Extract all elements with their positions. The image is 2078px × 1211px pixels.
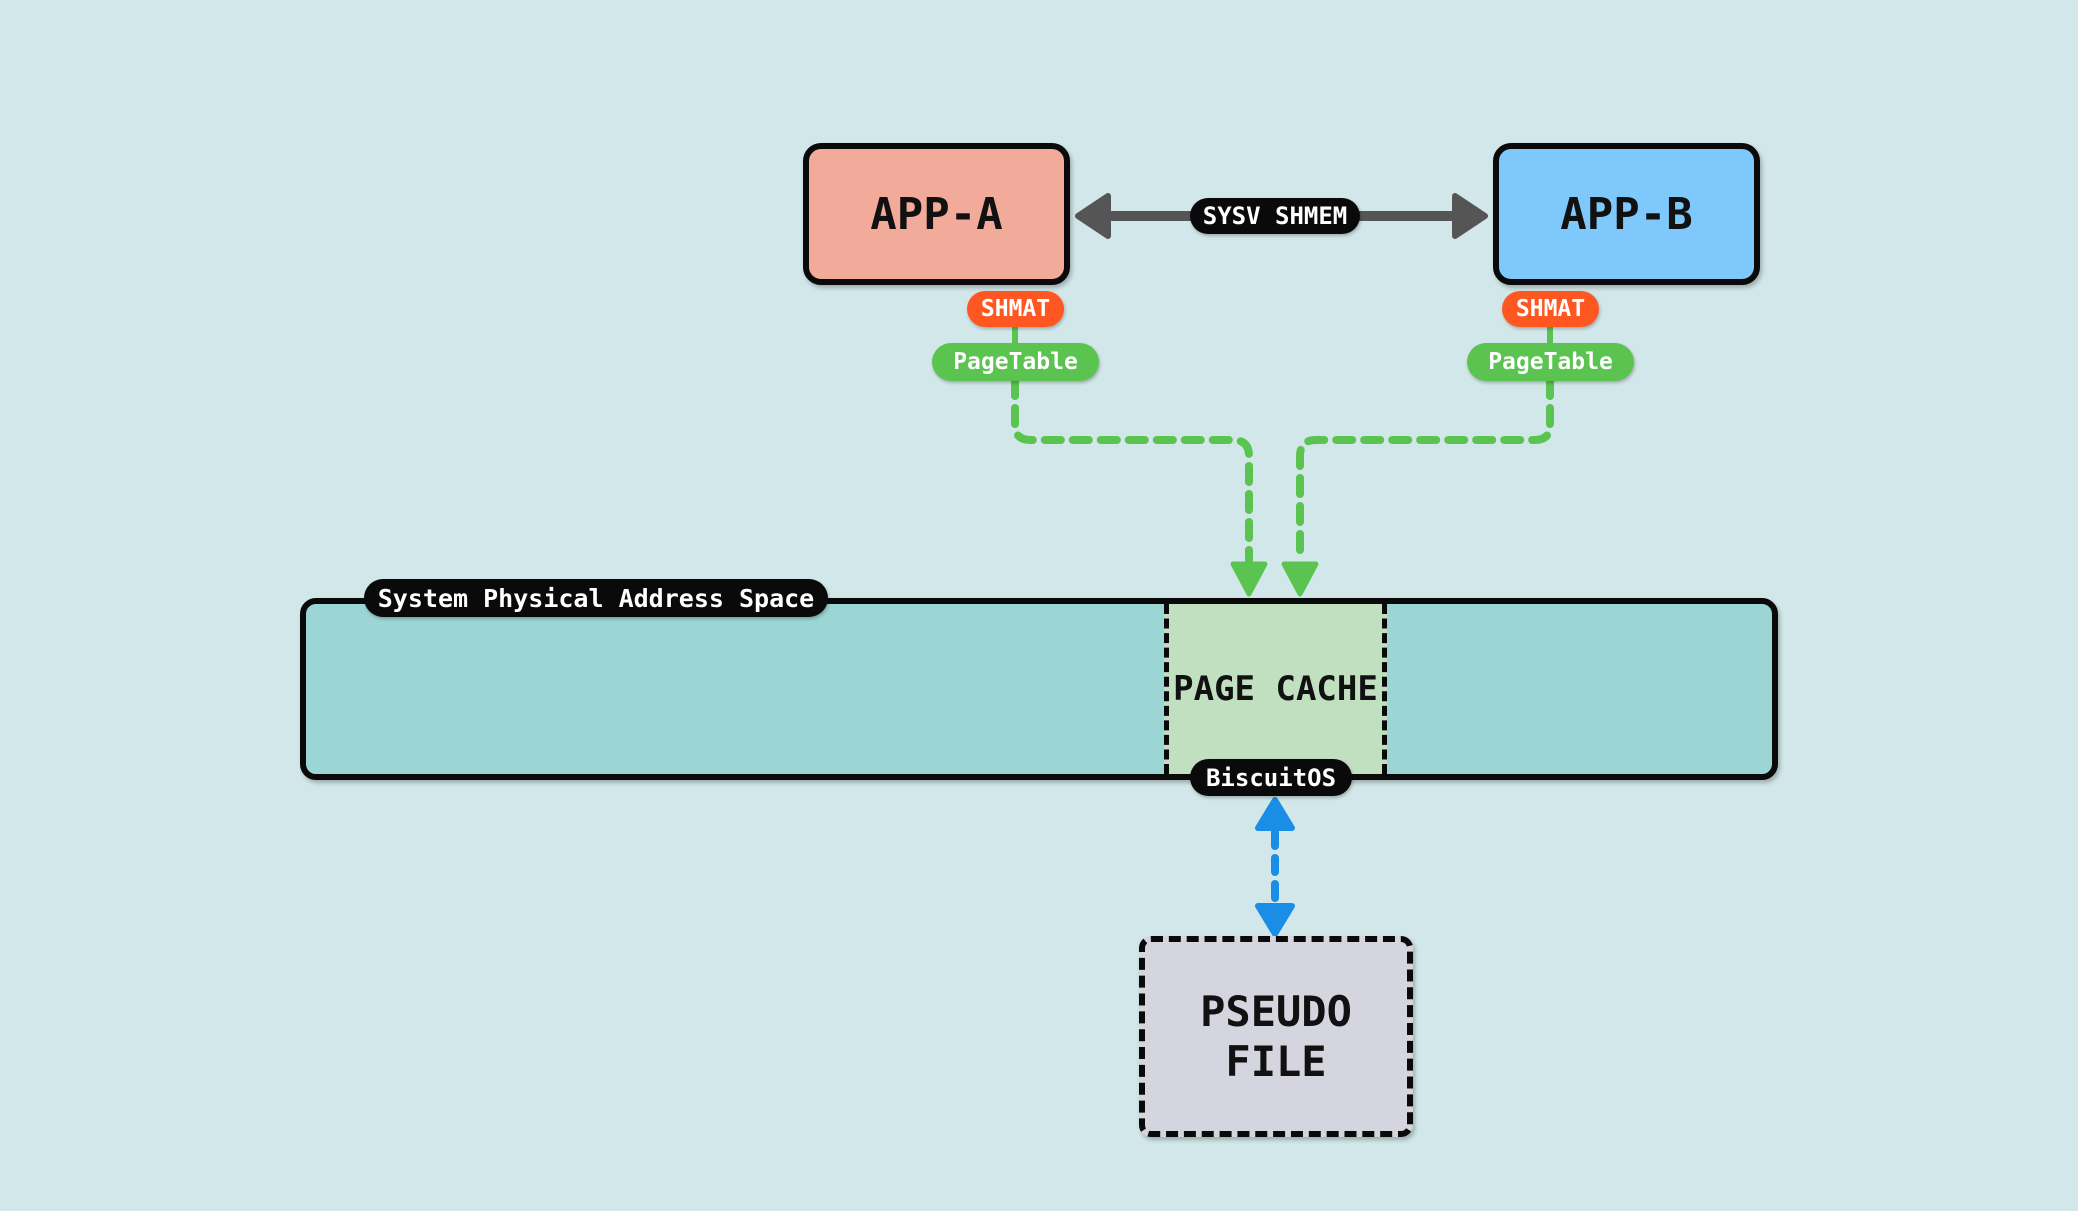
- app-a-mapping-path: [1011, 376, 1253, 564]
- page-cache-region[interactable]: PAGE CACHE: [1164, 604, 1387, 774]
- app-a-pagetable-badge: PageTable: [932, 343, 1099, 381]
- page-cache-label: PAGE CACHE: [1173, 669, 1378, 709]
- pseudo-file-box[interactable]: PSEUDO FILE: [1139, 936, 1413, 1137]
- app-b-mapping-path: [1296, 376, 1554, 564]
- file-io-arrow: [1255, 797, 1295, 937]
- app-b-pagetable-badge: PageTable: [1467, 343, 1634, 381]
- app-a-mapping-arrowhead: [1230, 561, 1268, 597]
- app-b-label: APP-B: [1560, 188, 1693, 240]
- app-b-mapping-arrowhead: [1281, 561, 1319, 597]
- sysv-shmem-label: SYSV SHMEM: [1190, 198, 1360, 234]
- pseudo-file-label-line1: PSEUDO: [1200, 986, 1352, 1036]
- app-b-box[interactable]: APP-B: [1493, 143, 1760, 285]
- physical-address-space: [300, 598, 1778, 780]
- physical-address-space-title: System Physical Address Space: [364, 579, 828, 617]
- app-a-shmat-badge: SHMAT: [967, 291, 1064, 327]
- app-a-label: APP-A: [870, 188, 1003, 240]
- app-b-shmat-badge: SHMAT: [1502, 291, 1599, 327]
- app-a-box[interactable]: APP-A: [803, 143, 1070, 285]
- biscuitos-label: BiscuitOS: [1190, 759, 1352, 796]
- pseudo-file-label-line2: FILE: [1225, 1036, 1327, 1086]
